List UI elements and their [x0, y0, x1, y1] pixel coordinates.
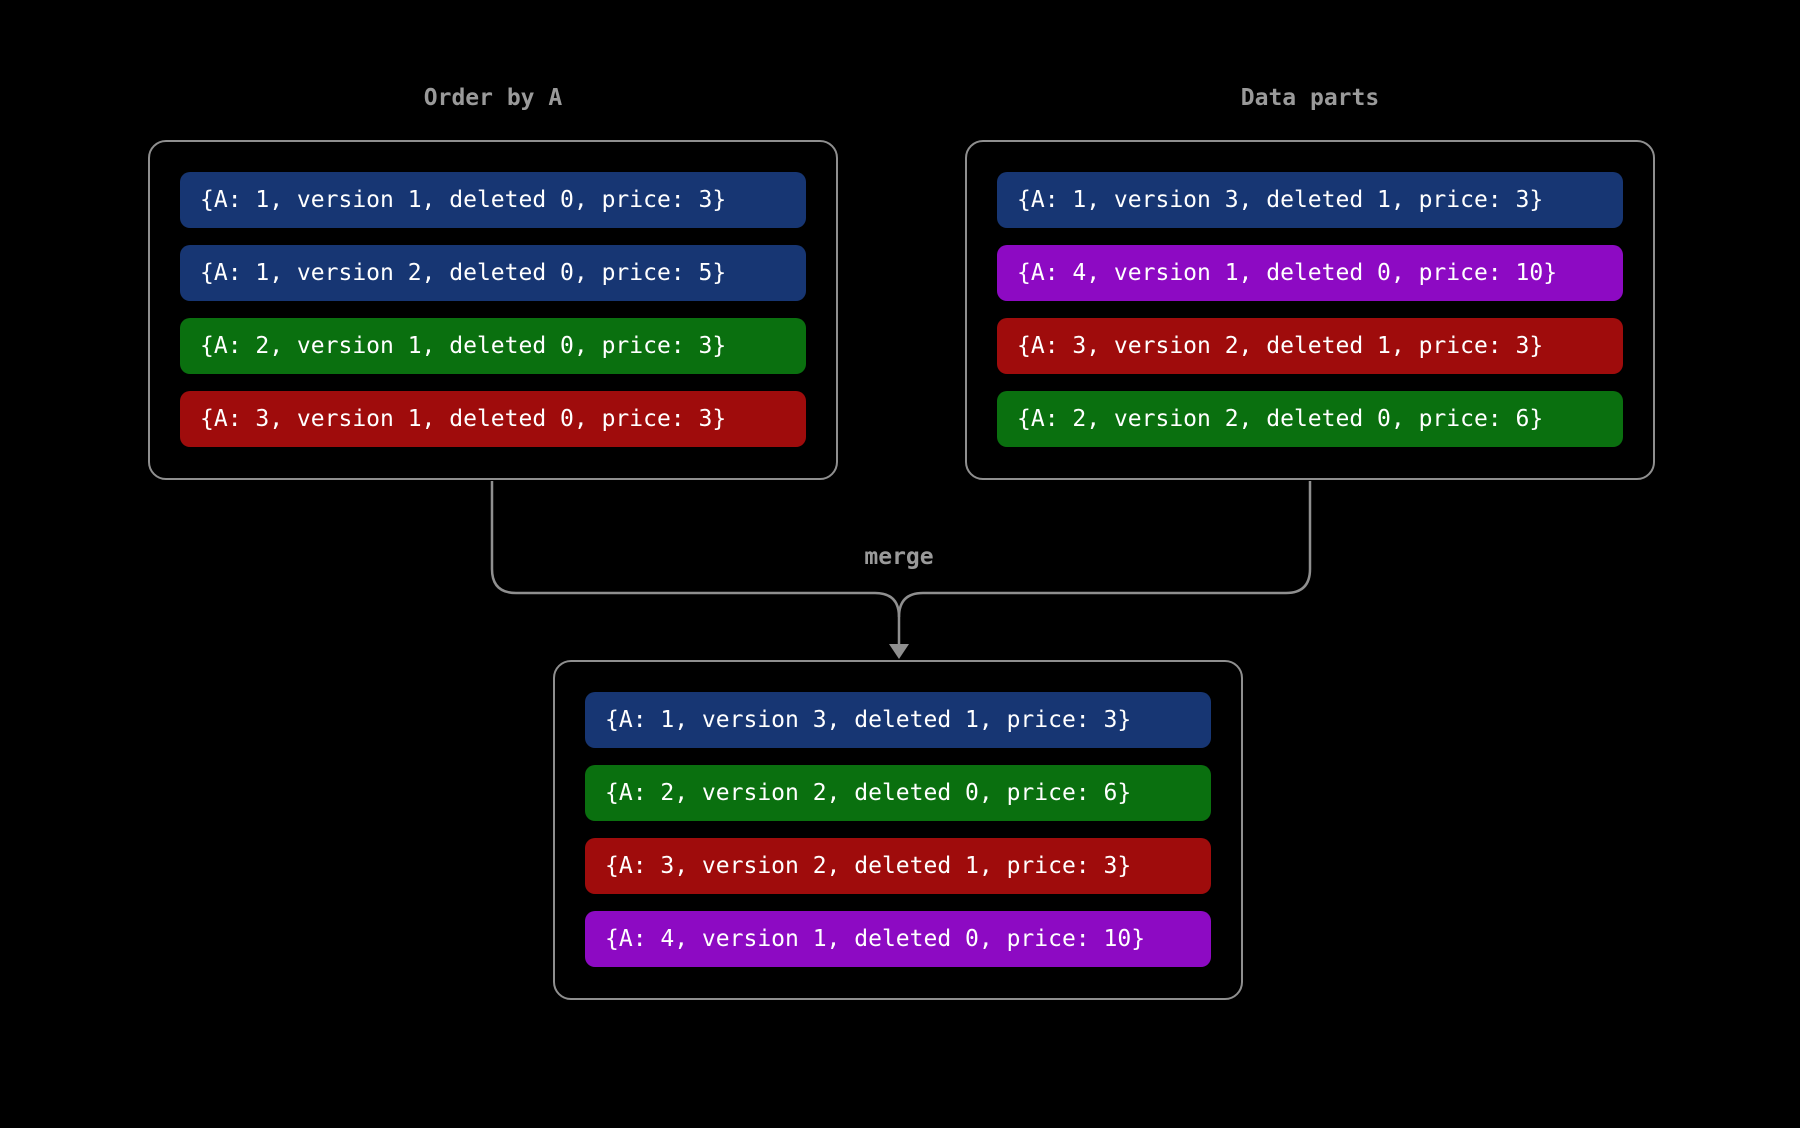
- merge-label: merge: [864, 544, 934, 570]
- data-row: {A: 2, version 2, deleted 0, price: 6}: [997, 391, 1623, 447]
- data-row: {A: 2, version 1, deleted 0, price: 3}: [180, 318, 806, 374]
- data-row: {A: 3, version 2, deleted 1, price: 3}: [585, 838, 1211, 894]
- data-row: {A: 1, version 3, deleted 1, price: 3}: [997, 172, 1623, 228]
- box-data-parts: {A: 1, version 3, deleted 1, price: 3} {…: [965, 140, 1655, 480]
- data-row: {A: 3, version 2, deleted 1, price: 3}: [997, 318, 1623, 374]
- order-by-a-title: Order by A: [423, 85, 563, 111]
- data-row: {A: 2, version 2, deleted 0, price: 6}: [585, 765, 1211, 821]
- data-row: {A: 4, version 1, deleted 0, price: 10}: [585, 911, 1211, 967]
- merge-arrowhead-icon: [889, 644, 909, 659]
- box-merged-result: {A: 1, version 3, deleted 1, price: 3} {…: [553, 660, 1243, 1000]
- data-row: {A: 4, version 1, deleted 0, price: 10}: [997, 245, 1623, 301]
- data-parts-title: Data parts: [1240, 85, 1380, 111]
- data-row: {A: 1, version 3, deleted 1, price: 3}: [585, 692, 1211, 748]
- data-row: {A: 3, version 1, deleted 0, price: 3}: [180, 391, 806, 447]
- box-order-by-a: {A: 1, version 1, deleted 0, price: 3} {…: [148, 140, 838, 480]
- data-row: {A: 1, version 2, deleted 0, price: 5}: [180, 245, 806, 301]
- data-row: {A: 1, version 1, deleted 0, price: 3}: [180, 172, 806, 228]
